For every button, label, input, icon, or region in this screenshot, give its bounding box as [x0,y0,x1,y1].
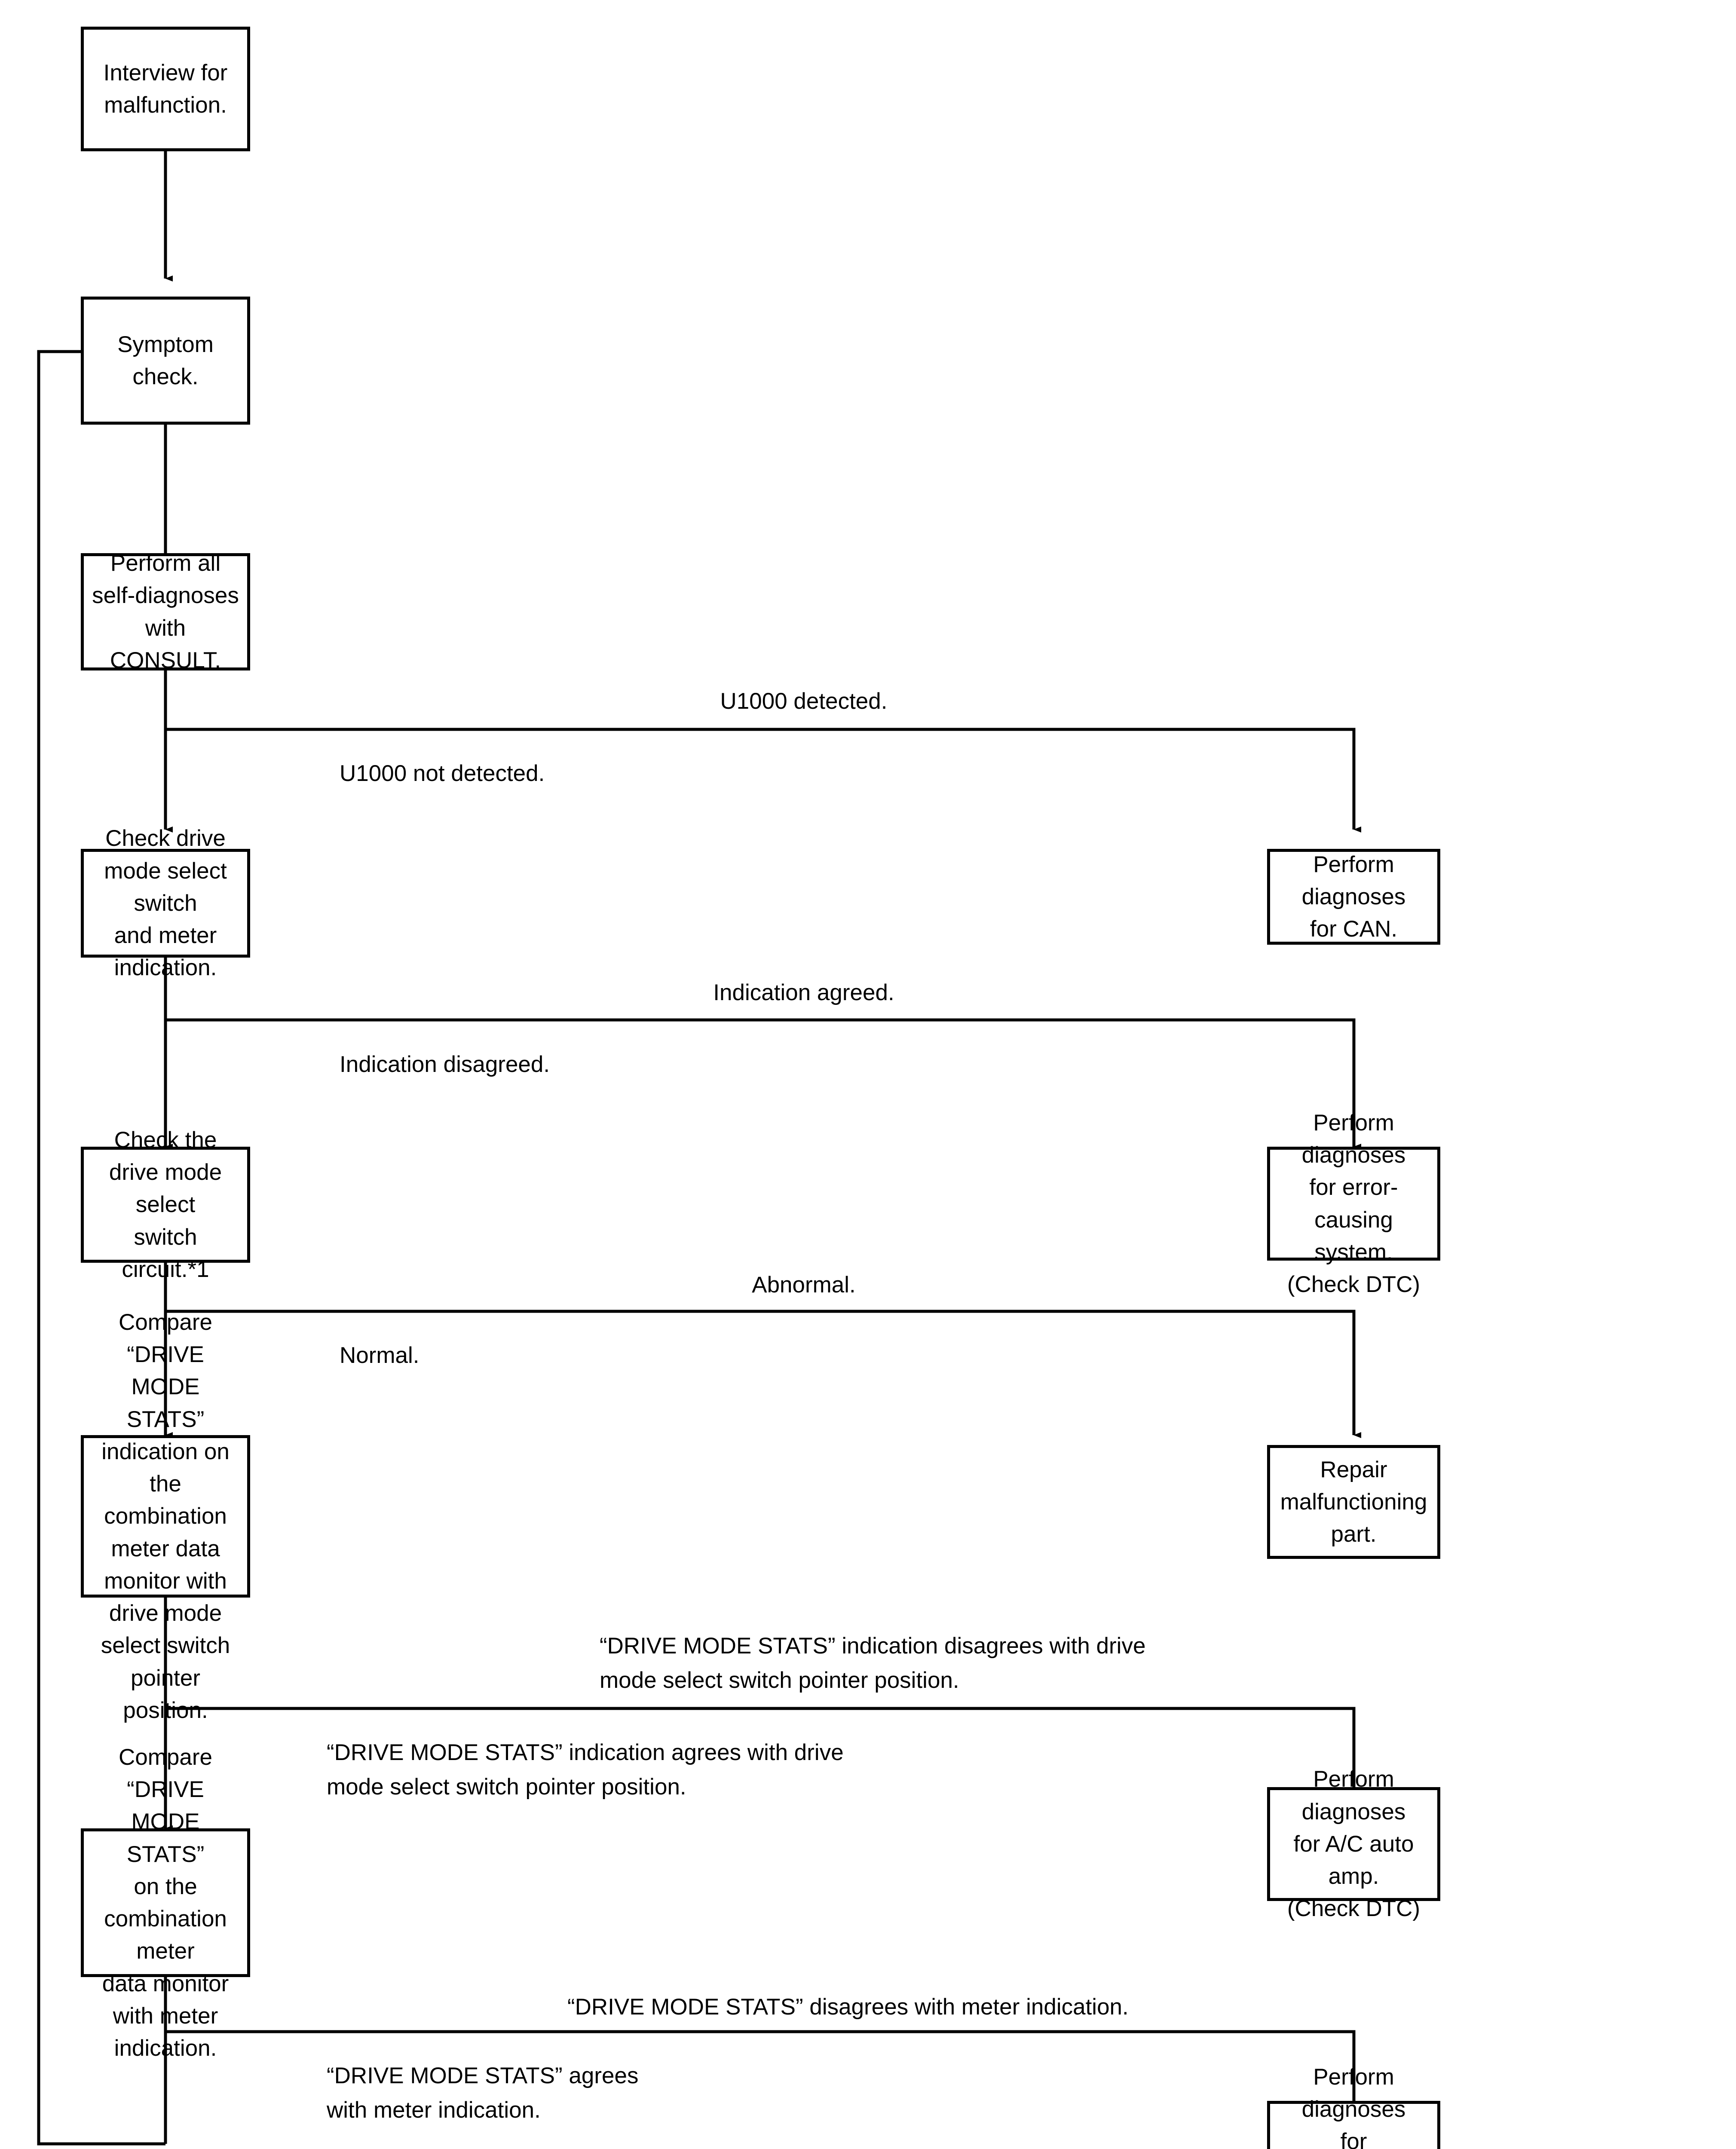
edge-abnormal [165,1310,1361,1438]
node-check-drive-mode-select-switch[interactable]: Check drive mode select switch and meter… [81,826,250,980]
node-compare-stats-with-meter[interactable]: Compare “DRIVE MODE STATS” on the combin… [81,1745,250,2061]
edge-label-stats-agrees-with-pointer: “DRIVE MODE STATS” indication agrees wit… [327,1740,844,1800]
node-perform-diagnoses-can[interactable]: Perform diagnoses for CAN. [1267,849,1440,945]
node-perform-self-diagnoses[interactable]: Perform all self-diagnoses with CONSULT. [81,551,250,673]
edge-label-normal: Normal. [340,1343,419,1368]
node-interview[interactable]: Interview for malfunction. [81,27,250,151]
edge-label-indication-disagreed: Indication disagreed. [340,1052,550,1077]
edge-label-abnormal: Abnormal. [752,1272,856,1298]
edge-label-stats-agrees-with-meter: “DRIVE MODE STATS” agrees with meter ind… [327,2063,639,2123]
edge-label-u1000-detected: U1000 detected. [720,689,888,714]
edge-label-stats-disagrees-with-pointer: “DRIVE MODE STATS” indication disagrees … [600,1633,1146,1693]
node-compare-stats-with-pointer[interactable]: Compare “DRIVE MODE STATS” indication on… [81,1310,250,1723]
edge-label-u1000-not-detected: U1000 not detected. [340,761,545,786]
edge-indication-agreed [165,1018,1361,1150]
edge-label-indication-agreed: Indication agreed. [713,980,894,1005]
node-check-switch-circuit[interactable]: Check the drive mode select switch circu… [81,1127,250,1282]
node-perform-diagnoses-ac-auto-amp[interactable]: Perform diagnoses for A/C auto amp. (Che… [1267,1766,1440,1921]
edge-label-stats-disagrees-with-meter: “DRIVE MODE STATS” disagrees with meter … [567,1994,1129,2020]
node-symptom-check[interactable]: Symptom check. [81,297,250,425]
node-repair-malfunctioning-part[interactable]: Repair malfunctioning part. [1267,1445,1440,1559]
node-perform-diagnoses-combination-meter[interactable]: Perform diagnoses for combination meter.… [1267,2064,1440,2149]
node-perform-diagnoses-error-causing-system[interactable]: Perform diagnoses for error-causing syst… [1267,1110,1440,1297]
